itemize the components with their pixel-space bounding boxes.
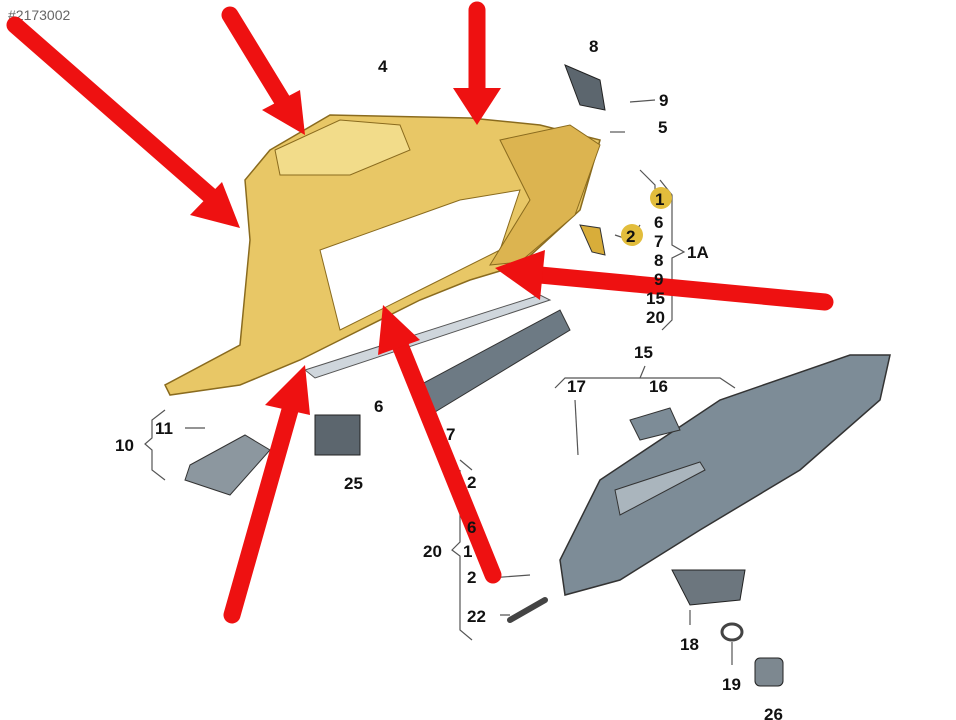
label-g1-15: 15 [646,289,665,308]
leader-lines [144,99,736,665]
glovebox-housing [164,114,601,396]
label-badge-2: 2 [626,227,635,246]
label-g1-9: 9 [654,270,663,289]
label-g1-7: 7 [654,232,663,251]
part-26-cylinder [754,657,784,687]
label-4: 4 [378,57,388,76]
label-7: 7 [446,425,455,444]
label-20: 20 [423,542,442,561]
label-15: 15 [634,343,653,362]
red-arrows [6,1,834,624]
label-1a: 1A [687,243,709,262]
badge-1 [650,187,672,209]
label-5: 5 [658,118,667,137]
part-25-switch [314,414,361,456]
label-g20-6: 6 [467,518,476,537]
label-8: 8 [589,37,598,56]
label-11: 11 [155,419,173,438]
label-26: 26 [764,705,783,720]
label-22: 22 [467,607,486,626]
label-g20-2a: 2 [467,473,476,492]
label-25: 25 [344,474,363,493]
label-19: 19 [722,675,741,694]
label-g1-6: 6 [654,213,663,232]
part-labels: 4 8 9 5 1 2 6 7 8 9 15 20 1A 15 17 16 10… [115,37,783,720]
label-g20-1: 1 [463,542,472,561]
part-22-pin [507,597,548,623]
part-16-hinge [629,407,681,441]
watermark-id: #2173002 [8,7,71,23]
label-g1-8: 8 [654,251,663,270]
part-8-switch [564,64,606,111]
part-2-clip [579,224,606,256]
label-9: 9 [659,91,668,110]
label-10: 10 [115,436,134,455]
label-g1-20: 20 [646,308,665,327]
label-g20-2b: 2 [467,568,476,587]
label-badge-1: 1 [655,190,664,209]
glovebox-lid [559,354,891,596]
label-16: 16 [649,377,668,396]
label-17: 17 [567,377,586,396]
part-10-bracket [184,434,271,496]
trim-strip [303,294,552,379]
badge-2 [621,224,643,246]
label-18: 18 [680,635,699,654]
part-18-lock [671,569,746,606]
label-6: 6 [374,397,383,416]
part-19-ring [720,622,744,642]
